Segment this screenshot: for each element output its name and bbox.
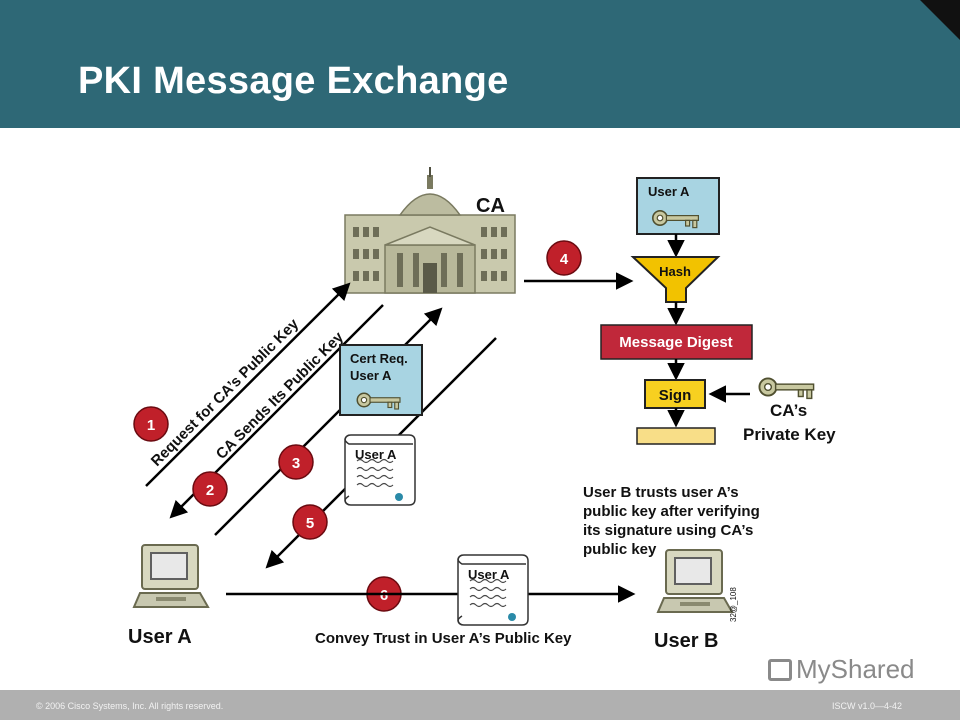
footer-course-code: ISCW v1.0—4-42 xyxy=(831,701,902,711)
step-1-badge: 1 xyxy=(133,406,169,442)
svg-text:public key after verifying: public key after verifying xyxy=(583,503,760,520)
svg-text:Hash: Hash xyxy=(659,264,691,279)
step-4-badge: 4 xyxy=(546,240,582,276)
signed-output-bar xyxy=(636,427,716,445)
watermark: MyShared xyxy=(768,654,915,685)
message-digest-box: Message Digest xyxy=(600,324,753,360)
svg-text:3: 3 xyxy=(292,455,300,472)
ca-private-key-line1: CA’s xyxy=(770,401,807,420)
presentation-icon xyxy=(768,659,792,681)
svg-text:User A: User A xyxy=(355,447,397,462)
ca-building-icon xyxy=(344,167,516,294)
svg-text:Cert Req.: Cert Req. xyxy=(350,351,408,366)
svg-text:User A: User A xyxy=(350,368,392,383)
ca-private-key-icon xyxy=(758,377,815,400)
step-5-badge: 5 xyxy=(292,504,328,540)
convey-trust-label: Convey Trust in User A’s Public Key xyxy=(315,630,572,647)
corner-tab xyxy=(920,0,960,40)
cert-request-box: Cert Req. User A xyxy=(339,344,423,416)
footer-copyright: © 2006 Cisco Systems, Inc. All rights re… xyxy=(36,701,224,711)
svg-text:Sign: Sign xyxy=(659,387,692,404)
request-arrow xyxy=(145,282,351,487)
hash-funnel: Hash xyxy=(630,256,721,303)
user-a-computer-icon xyxy=(133,544,209,608)
svg-text:4: 4 xyxy=(560,251,569,268)
svg-text:User A: User A xyxy=(648,184,690,199)
ca-private-key-line2: Private Key xyxy=(743,425,836,444)
svg-text:public key: public key xyxy=(583,541,657,558)
ca-label: CA xyxy=(476,195,505,217)
pki-diagram: CA Request for CA’s Public Key CA Sends … xyxy=(128,167,836,652)
svg-text:2: 2 xyxy=(206,482,214,499)
svg-text:User B trusts user A’s: User B trusts user A’s xyxy=(583,484,739,501)
sign-box: Sign xyxy=(644,379,706,409)
user-b-label: User B xyxy=(654,630,718,652)
certificate-icon: User A xyxy=(344,434,416,506)
svg-text:5: 5 xyxy=(306,515,314,532)
svg-text:6: 6 xyxy=(380,587,388,604)
trust-note: User B trusts user A’s public key after … xyxy=(583,484,760,558)
svg-text:1: 1 xyxy=(147,417,155,434)
svg-text:its signature using CA’s: its signature using CA’s xyxy=(583,522,753,539)
slide-header: PKI Message Exchange xyxy=(0,0,960,128)
svg-text:Message Digest: Message Digest xyxy=(619,334,732,351)
step-3-badge: 3 xyxy=(278,444,314,480)
slide-footer: © 2006 Cisco Systems, Inc. All rights re… xyxy=(0,690,960,720)
figure-code: 32@_108 xyxy=(729,587,738,622)
svg-text:User A: User A xyxy=(468,567,510,582)
hash-input-box: User A xyxy=(636,177,720,235)
user-a-label: User A xyxy=(128,626,192,648)
slide-title: PKI Message Exchange xyxy=(78,60,509,102)
step-2-badge: 2 xyxy=(192,471,228,507)
certificate-icon: User A xyxy=(457,554,529,626)
user-b-computer-icon xyxy=(657,549,733,613)
